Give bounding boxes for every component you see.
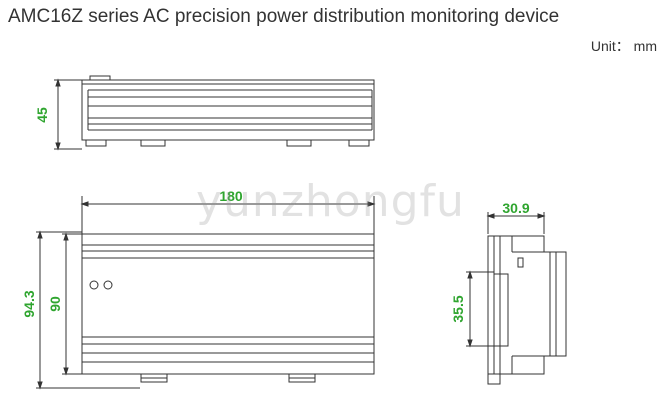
dimension-label-30-9: 30.9 [502,200,529,216]
side-view-profile [487,235,567,375]
side-view-foot [487,373,501,385]
watermark-text: yunzhongfu [196,176,465,227]
side-view [466,212,567,385]
unit-label: Unit： mm [590,38,657,54]
din-rail-slot [493,273,509,347]
top-view-clip [85,139,107,147]
dimension-label-94-3: 94.3 [21,290,37,317]
top-view-clip [286,139,312,147]
side-view-latch [517,257,524,268]
top-view-clip [348,139,370,147]
indicator-led [103,280,113,290]
top-view-body [81,79,375,141]
front-view [36,196,376,390]
dimension-label-90: 90 [47,296,63,312]
diagram-title: AMC16Z series AC precision power distrib… [8,6,560,27]
front-view-body [81,233,375,375]
dimension-label-35-5: 35.5 [450,295,466,322]
indicator-led [89,280,99,290]
dimension-label-45: 45 [34,107,50,123]
dimension-label-180: 180 [219,188,243,204]
top-view [54,75,375,151]
top-view-clip [140,139,166,147]
